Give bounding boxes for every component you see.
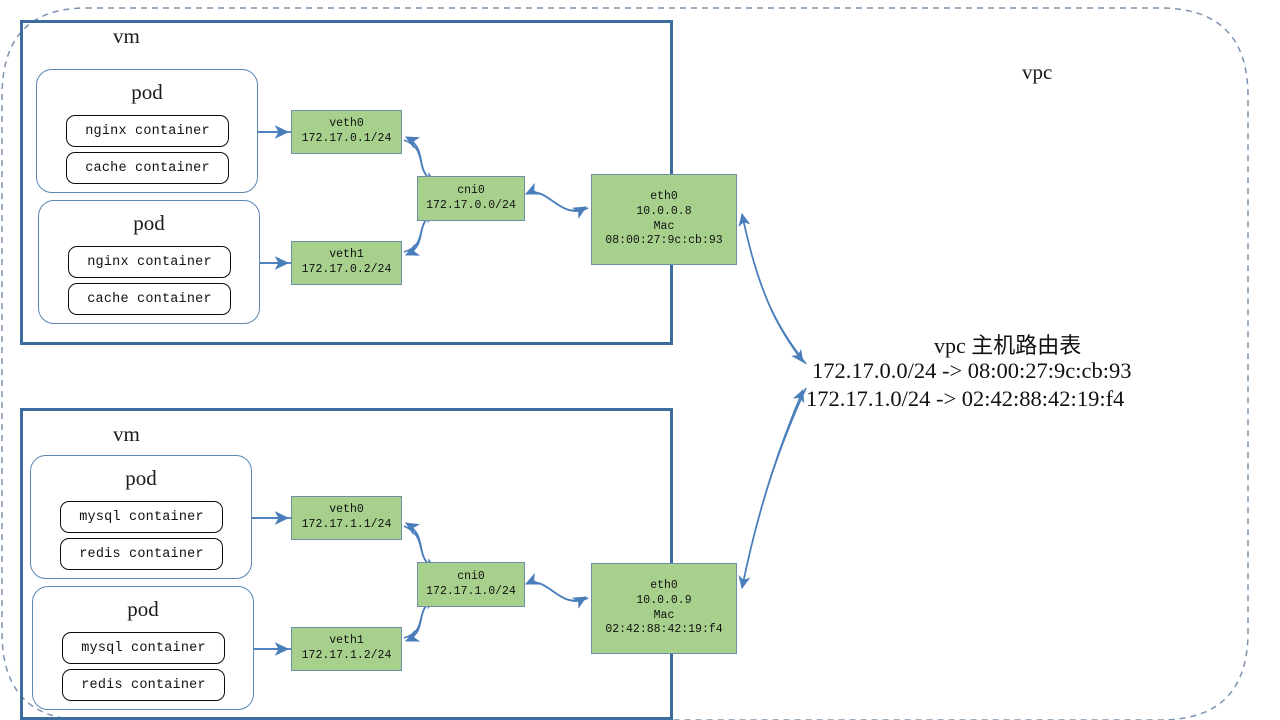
cni0-bottom-cidr: 172.17.1.0/24 bbox=[426, 584, 516, 598]
cni0-bottom-name: cni0 bbox=[457, 569, 485, 583]
veth0-top-name: veth0 bbox=[329, 117, 364, 131]
pod-title-top-2: pod bbox=[133, 211, 165, 235]
veth0-bottom-name: veth0 bbox=[329, 503, 364, 517]
container-nginx-top-2: nginx container bbox=[68, 246, 231, 278]
eth0-top-ip: 10.0.0.8 bbox=[636, 204, 692, 218]
net-box-veth1-top: veth1 172.17.0.2/24 bbox=[291, 241, 402, 285]
net-box-cni0-top: cni0 172.17.0.0/24 bbox=[417, 176, 525, 221]
net-box-veth0-top: veth0 172.17.0.1/24 bbox=[291, 110, 402, 154]
veth0-bottom-cidr: 172.17.1.1/24 bbox=[301, 518, 392, 531]
eth0-bottom-name: eth0 bbox=[650, 579, 678, 593]
pod-title-bottom-2: pod bbox=[127, 597, 159, 621]
eth0-bottom-ip: 10.0.0.9 bbox=[636, 593, 692, 607]
pod-title-bottom-1: pod bbox=[125, 466, 157, 490]
net-box-veth1-bottom: veth1 172.17.1.2/24 bbox=[291, 627, 402, 671]
eth0-top-mac-label: Mac bbox=[653, 219, 675, 233]
eth0-bottom-mac: 02:42:88:42:19:f4 bbox=[605, 623, 723, 637]
pod-title-top-1: pod bbox=[131, 80, 163, 104]
route-table-row-2: 172.17.1.0/24 -> 02:42:88:42:19:f4 bbox=[806, 386, 1125, 411]
cni0-top-name: cni0 bbox=[457, 183, 485, 197]
net-box-eth0-bottom: eth0 10.0.0.9 Mac 02:42:88:42:19:f4 bbox=[591, 563, 737, 654]
route-table-title: vpc 主机路由表 bbox=[934, 333, 1082, 358]
container-redis-bottom-2: redis container bbox=[62, 669, 225, 701]
vm-label-bottom: vm bbox=[113, 422, 140, 446]
pod-box-bottom-1: pod mysql container redis container bbox=[30, 455, 252, 579]
eth0-top-name: eth0 bbox=[650, 190, 678, 204]
net-box-cni0-bottom: cni0 172.17.1.0/24 bbox=[417, 562, 525, 607]
arrow-eth0-to-route-bottom bbox=[738, 387, 807, 589]
veth0-top-cidr: 172.17.0.1/24 bbox=[301, 132, 392, 145]
container-redis-bottom-1: redis container bbox=[60, 538, 223, 570]
vm-label-top: vm bbox=[113, 24, 140, 48]
container-cache-top-1: cache container bbox=[66, 152, 229, 184]
veth1-bottom-name: veth1 bbox=[329, 634, 364, 648]
pod-box-top-1: pod nginx container cache container bbox=[36, 69, 258, 193]
container-cache-top-2: cache container bbox=[68, 283, 231, 315]
pod-box-top-2: pod nginx container cache container bbox=[38, 200, 260, 324]
net-box-eth0-top: eth0 10.0.0.8 Mac 08:00:27:9c:cb:93 bbox=[591, 174, 737, 265]
cni0-top-cidr: 172.17.0.0/24 bbox=[426, 198, 516, 212]
veth1-top-name: veth1 bbox=[329, 248, 364, 262]
veth1-bottom-cidr: 172.17.1.2/24 bbox=[301, 649, 392, 662]
arrow-eth0-to-route-top bbox=[738, 213, 807, 365]
eth0-bottom-mac-label: Mac bbox=[653, 608, 675, 622]
container-mysql-bottom-1: mysql container bbox=[60, 501, 223, 533]
route-table-row-1: 172.17.0.0/24 -> 08:00:27:9c:cb:93 bbox=[812, 358, 1132, 383]
veth1-top-cidr: 172.17.0.2/24 bbox=[301, 263, 392, 276]
vpc-label: vpc bbox=[1022, 60, 1053, 84]
eth0-top-mac: 08:00:27:9c:cb:93 bbox=[605, 234, 723, 248]
net-box-veth0-bottom: veth0 172.17.1.1/24 bbox=[291, 496, 402, 540]
pod-box-bottom-2: pod mysql container redis container bbox=[32, 586, 254, 710]
container-nginx-top-1: nginx container bbox=[66, 115, 229, 147]
container-mysql-bottom-2: mysql container bbox=[62, 632, 225, 664]
